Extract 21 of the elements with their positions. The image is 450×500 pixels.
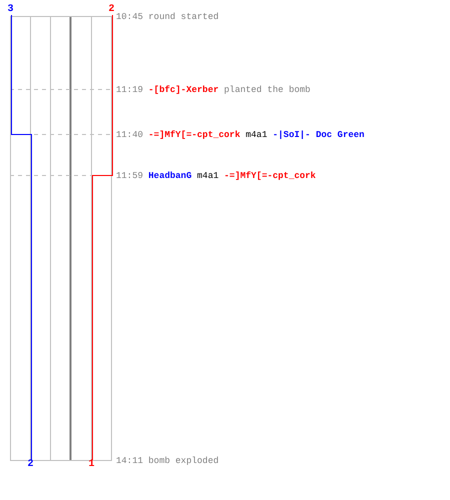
event-time: 10:45 <box>116 12 144 22</box>
player-name: -[bfc]-Xerber <box>148 84 219 94</box>
player-name: HeadbanG <box>148 170 192 180</box>
event-text: planted the bomb <box>224 84 310 94</box>
event-text: bomb exploded <box>148 456 219 466</box>
player-count: 1 <box>88 460 94 470</box>
player-name: -=]MfY[=-cpt_cork <box>148 130 240 140</box>
player-count: 2 <box>28 460 34 470</box>
player-count: 2 <box>108 5 114 15</box>
player-name: -|SoI|- Doc Green <box>272 130 364 140</box>
event-time: 11:59 <box>116 170 144 180</box>
weapon-name: m4a1 <box>197 170 219 180</box>
weapon-name: m4a1 <box>246 130 268 140</box>
team-count-line <box>92 14 113 460</box>
event-time: 11:19 <box>116 84 144 94</box>
player-count: 3 <box>8 5 14 15</box>
event-text: round started <box>148 12 219 22</box>
event-time: 14:11 <box>116 456 144 466</box>
event-time: 11:40 <box>116 130 144 140</box>
team-count-line <box>11 14 32 460</box>
player-name: -=]MfY[=-cpt_cork <box>224 170 316 180</box>
